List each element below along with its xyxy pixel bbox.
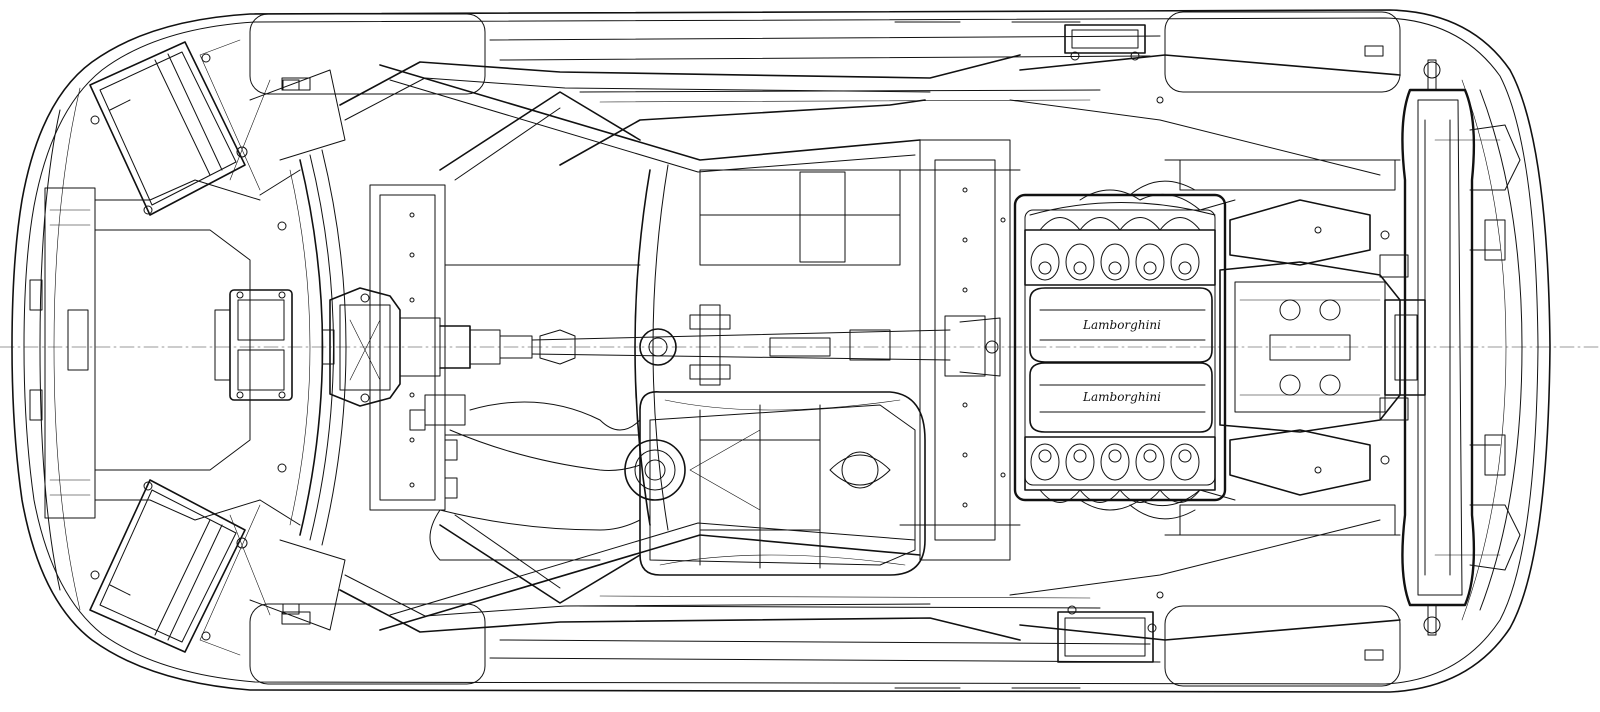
sill-bottom xyxy=(249,595,1401,689)
fuel-tank xyxy=(624,391,926,576)
front-transfer-case xyxy=(321,287,441,407)
engine-block: Lamborghini Lamborghini xyxy=(1013,193,1227,502)
chassis-frame xyxy=(339,54,1021,641)
rear-frame xyxy=(1009,54,1401,641)
wiring-harness xyxy=(409,394,641,561)
front-crash-structure xyxy=(29,179,261,521)
rear-cat-converters xyxy=(1229,199,1409,496)
battery-bottom xyxy=(1057,605,1157,663)
intake-runners-bottom xyxy=(1024,436,1216,503)
intake-runners-top xyxy=(1024,202,1216,286)
front-radiator-bottom xyxy=(89,479,271,656)
engine-logo-lower: Lamborghini xyxy=(1082,390,1161,404)
front-bulkhead xyxy=(259,149,347,546)
mirror-mounts xyxy=(282,45,1384,661)
front-radiator-top xyxy=(89,39,271,216)
rear-muffler xyxy=(1401,59,1476,636)
engine-logo-upper: Lamborghini xyxy=(1082,318,1161,332)
exhaust-headers xyxy=(1079,180,1236,520)
driveshaft xyxy=(439,315,1001,377)
body-outline xyxy=(11,9,1551,693)
sill-top xyxy=(249,11,1401,103)
battery-top xyxy=(1064,24,1146,61)
driveshaft-bracket xyxy=(639,304,891,386)
front-differential xyxy=(214,289,293,401)
rear-suspension xyxy=(1434,124,1521,571)
